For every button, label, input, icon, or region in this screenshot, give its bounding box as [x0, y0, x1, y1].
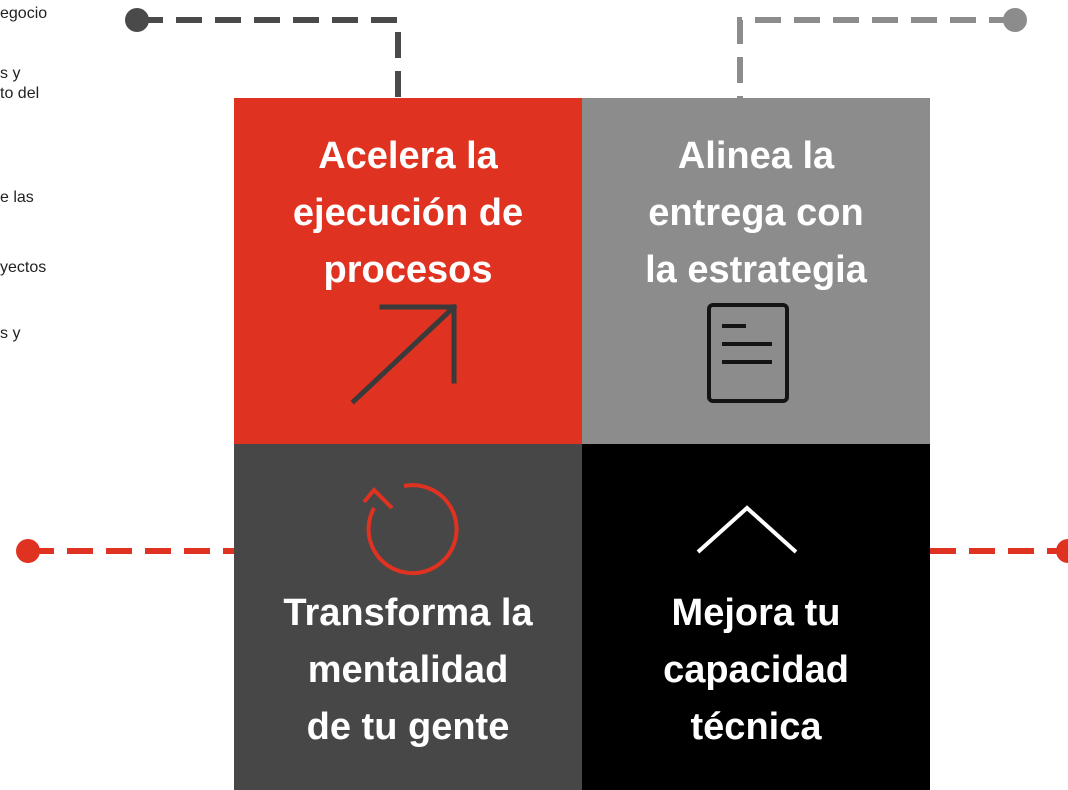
connector-dot-bottom-right — [1056, 539, 1068, 563]
quadrant-title-line: mentalidad — [307, 649, 509, 691]
quadrant-title-line: Acelera la — [318, 135, 498, 177]
text-fragment-3: to del — [0, 85, 40, 102]
text-fragment-4: e las — [0, 189, 34, 206]
connector-path-top-left — [137, 17, 401, 104]
quadrant-title-line: procesos — [323, 249, 493, 291]
quadrant-improve: Mejora tu capacidad técnica — [582, 444, 930, 790]
quadrant-title: Mejora tu capacidad técnica — [582, 585, 930, 756]
connector-path-top-right — [737, 17, 1015, 104]
document-icon — [707, 303, 789, 403]
quadrant-align: Alinea la entrega con la estrategia — [582, 98, 930, 444]
refresh-icon — [362, 483, 459, 576]
quadrant-title-line: ejecución de — [292, 192, 524, 234]
quadrant-title-line: capacidad — [663, 649, 849, 691]
arrow-up-right-icon — [350, 303, 458, 405]
text-fragment-2: s y — [0, 65, 21, 82]
quadrant-transform: Transforma la mentalidad de tu gente — [234, 444, 582, 790]
quadrant-title-line: Transforma la — [283, 592, 533, 634]
text-fragment-1: egocio — [0, 5, 48, 22]
quadrant-title-line: Alinea la — [677, 135, 835, 177]
connector-top-right — [737, 8, 1027, 104]
quadrant-title-line: de tu gente — [306, 706, 510, 748]
quadrant-title: Transforma la mentalidad de tu gente — [234, 585, 582, 756]
quadrant-title: Alinea la entrega con la estrategia — [582, 128, 930, 299]
quadrant-title-line: Mejora tu — [671, 592, 841, 634]
quadrant-title: Acelera la ejecución de procesos — [234, 128, 582, 299]
connector-top-left — [125, 8, 401, 104]
quadrant-title-line: técnica — [690, 706, 822, 748]
connector-bottom-left — [16, 539, 294, 563]
text-fragment-6: s y — [0, 325, 21, 342]
quadrant-accelerate: Acelera la ejecución de procesos — [234, 98, 582, 444]
quadrant-title-line: entrega con — [648, 192, 864, 234]
connector-bottom-right — [852, 539, 1068, 563]
quadrant-title-line: la estrategia — [645, 249, 867, 291]
chevron-up-icon — [696, 505, 798, 554]
text-fragment-5: yectos — [0, 259, 47, 276]
